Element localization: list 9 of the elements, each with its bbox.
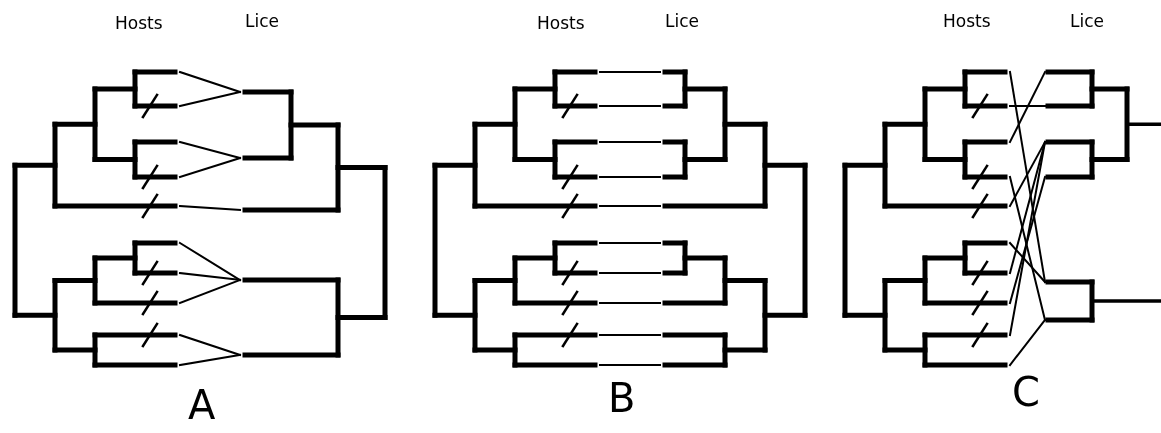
column-heading: Hosts [537, 15, 585, 32]
panel-letter: C [1012, 372, 1040, 412]
panel-letter: A [188, 385, 216, 425]
column-heading: Lice [665, 13, 699, 30]
column-heading: Lice [1070, 13, 1104, 30]
column-heading: Lice [245, 13, 279, 30]
panel-letter: B [608, 378, 636, 418]
column-heading: Hosts [943, 13, 991, 30]
column-heading: Hosts [115, 15, 163, 32]
